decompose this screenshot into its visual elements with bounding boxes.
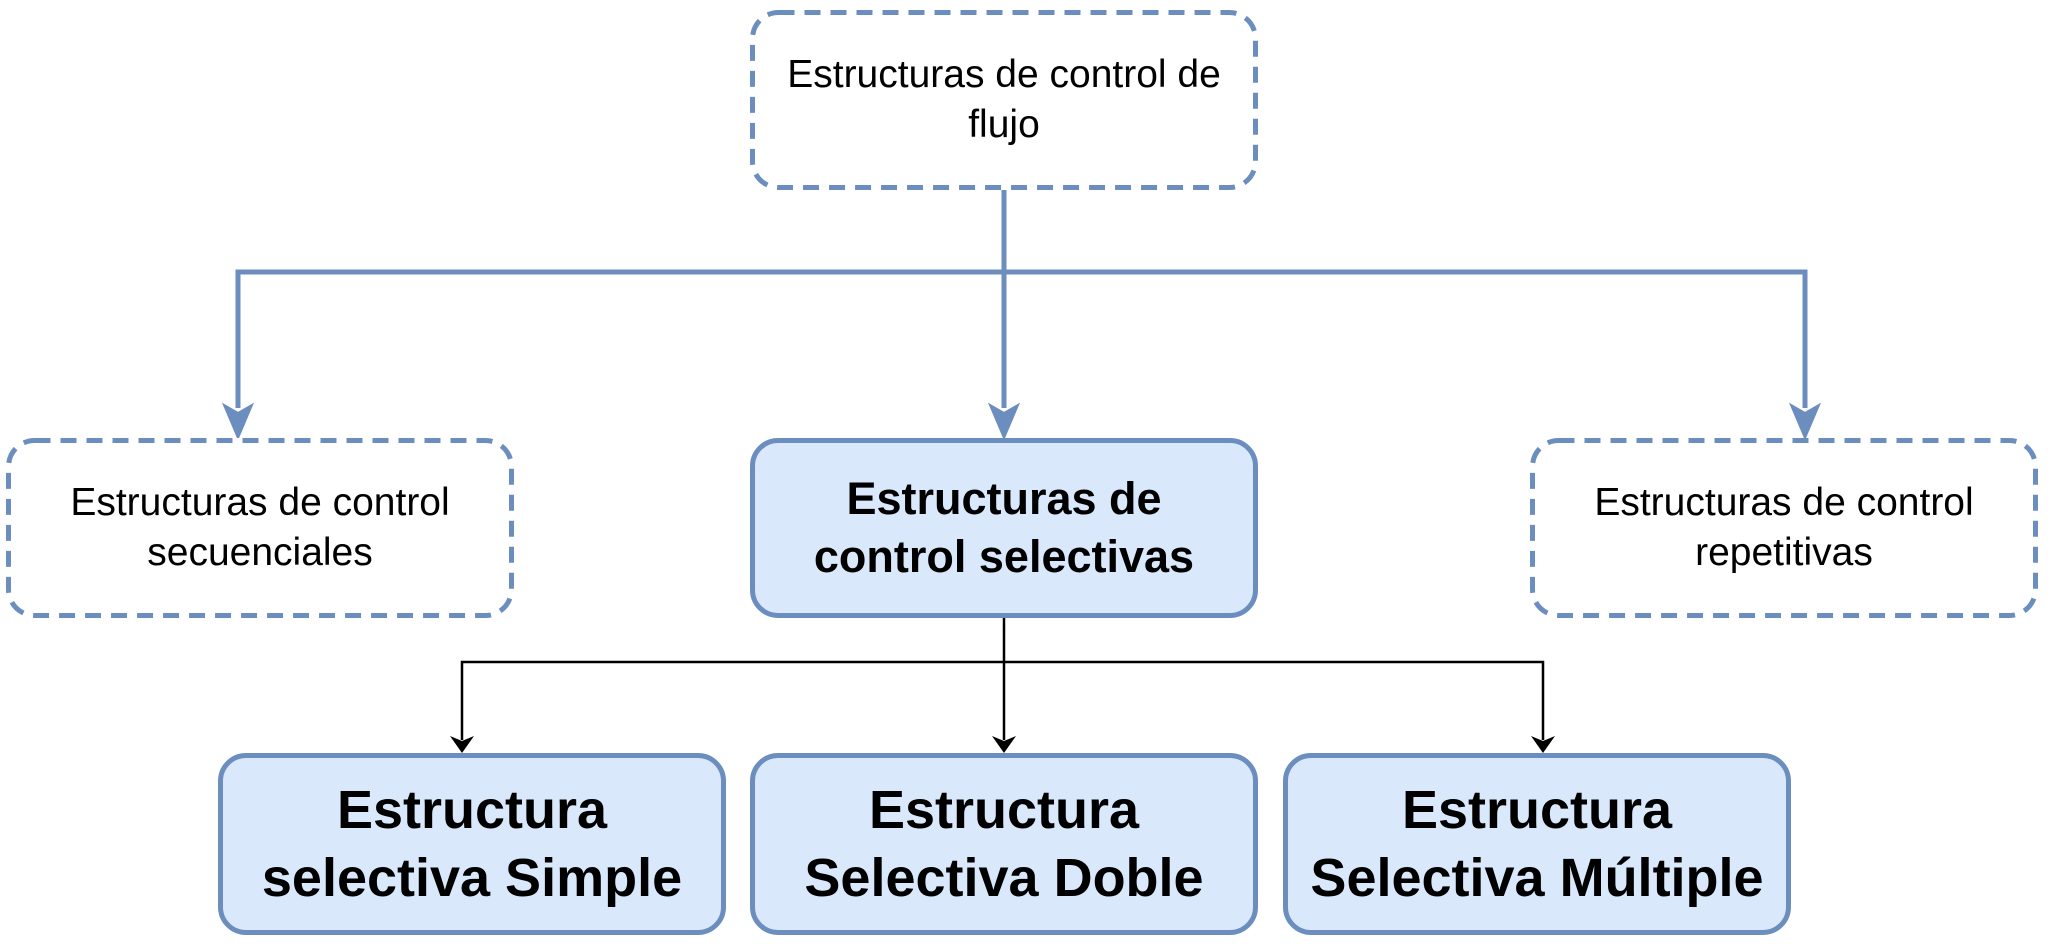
node-repetitivas-label: Estructuras de control repetitivas [1594,481,1974,574]
dashed-border [750,10,1258,190]
arrowhead-selectivas [987,402,1021,441]
node-multiple: Estructura Selectiva Múltiple [1283,753,1791,935]
node-selectivas: Estructuras de control selectivas [750,438,1258,618]
node-root-label: Estructuras de control de flujo [787,53,1221,146]
arrowhead-doble [992,736,1016,753]
selectivas-connectors [460,618,1545,740]
node-repetitivas: Estructuras de control repetitivas [1530,438,2038,618]
root-arrowheads [221,402,1822,441]
node-root: Estructuras de control de flujo [750,10,1258,190]
root-connectors [235,190,1808,408]
node-multiple-label: Estructura Selectiva Múltiple [1310,780,1764,908]
node-selectivas-label: Estructuras de control selectivas [813,473,1195,582]
arrowhead-repetitivas [1788,402,1822,441]
arrowhead-simple [450,736,474,753]
node-doble-label: Estructura Selectiva Doble [804,780,1204,908]
arrowhead-secuenciales [221,402,255,441]
node-secuenciales: Estructuras de control secuenciales [6,438,514,618]
node-simple-label: Estructura selectiva Simple [261,780,683,908]
node-doble: Estructura Selectiva Doble [750,753,1258,935]
node-secuenciales-label: Estructuras de control secuenciales [70,481,450,574]
connector-root-to-repetitivas [1004,269,1808,408]
dashed-border [1530,438,2038,618]
arrowhead-multiple [1531,736,1555,753]
connector-selectivas-to-multiple [1004,660,1545,740]
node-simple: Estructura selectiva Simple [218,753,726,935]
selectivas-arrowheads [450,736,1555,753]
connector-root-to-secuenciales [235,269,1004,408]
connector-selectivas-to-simple [460,660,1004,740]
dashed-border [6,438,514,618]
